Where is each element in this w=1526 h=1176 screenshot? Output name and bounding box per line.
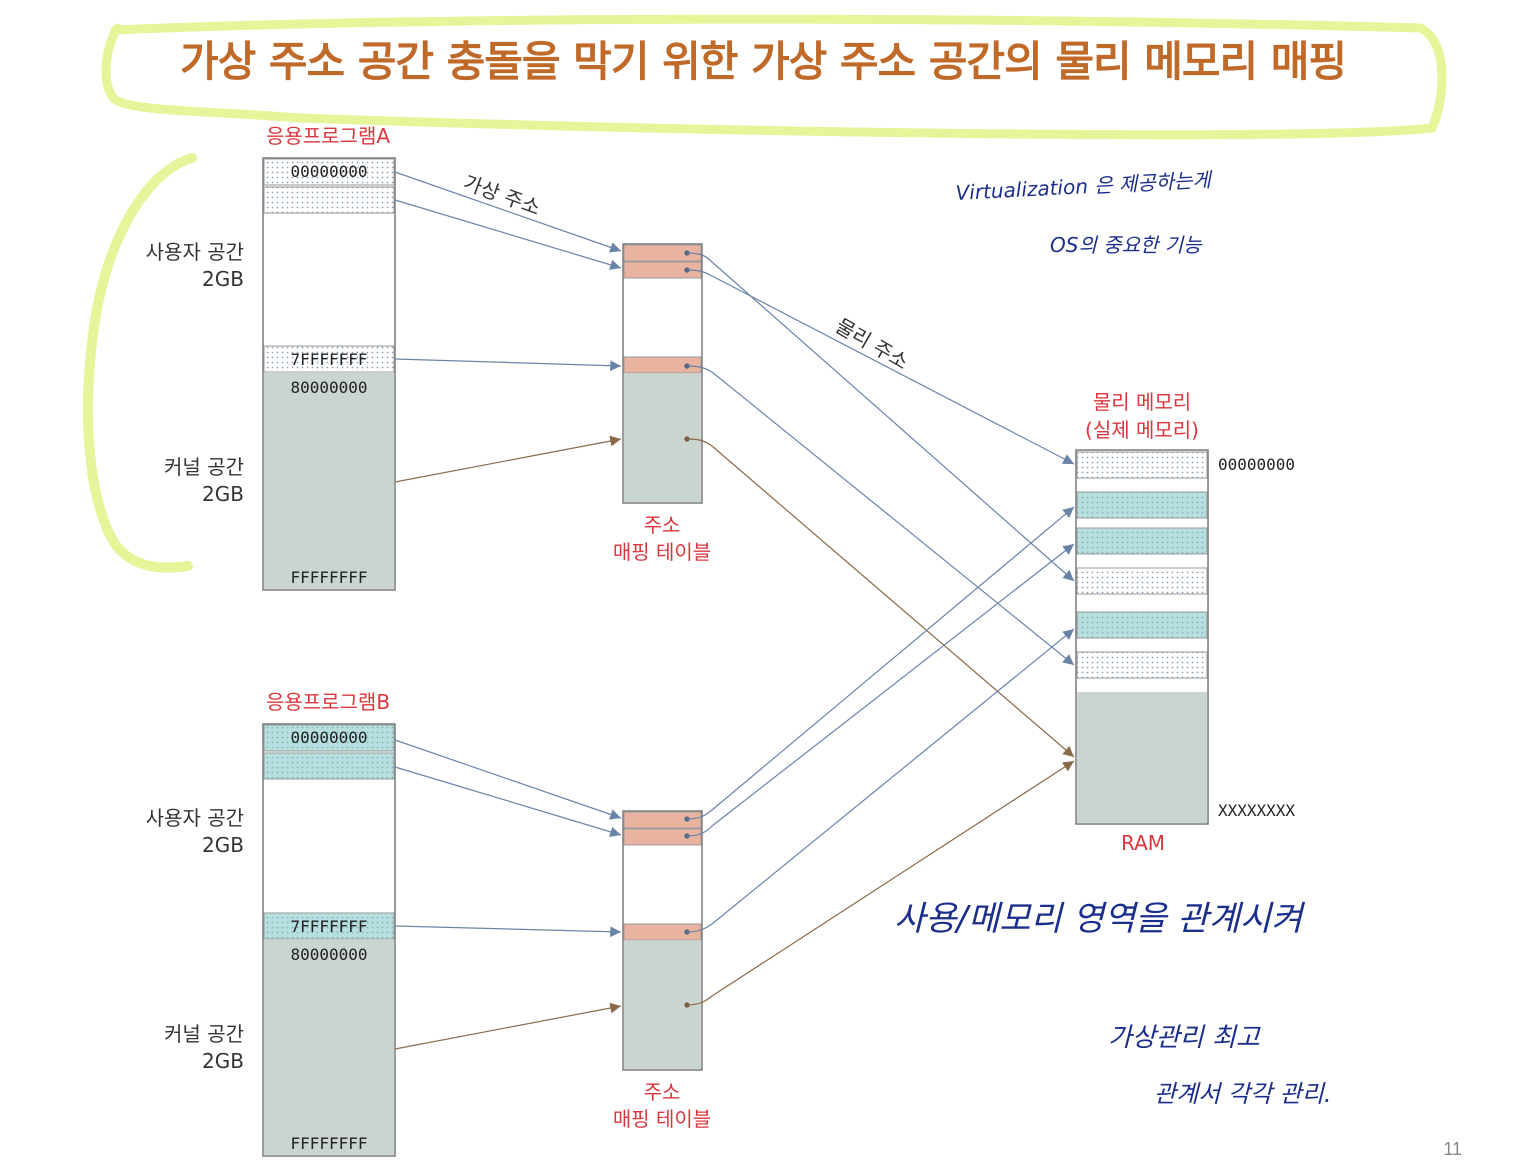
mapping-table-a [622,243,703,504]
program-b-addr-end: FFFFFFFF [290,1134,367,1153]
program-a-kernel-label: 커널 공간 [164,455,244,479]
mapping-table-b-label-line1: 주소 [644,1080,681,1104]
handwritten-note-2: OS의 중요한 기능 [1050,233,1203,257]
physical-memory-title-line1: 물리 메모리 [1093,390,1191,414]
handwritten-note-1: Virtualization 은 제공하는게 [955,168,1214,205]
program-a-addr-kernel-start: 80000000 [290,378,367,397]
program-a-title: 응용프로그램A [266,124,390,148]
program-a-addr-user-end: 7FFFFFFF [290,350,367,369]
handwritten-note-4: 가상관리 최고 [1108,1023,1261,1053]
arrows-virtual-a [394,171,622,372]
page-number: 11 [1443,1139,1462,1159]
physical-memory-addr-end: XXXXXXXX [1218,801,1295,820]
program-a-addr-start: 00000000 [290,162,367,181]
physical-memory-block [1075,449,1209,825]
arrow-kernel-a [394,435,622,483]
program-b-memory-block [262,723,396,1157]
program-b-kernel-label: 커널 공간 [164,1022,244,1046]
highlight-bracket-stroke [83,153,197,573]
program-a-user-size: 2GB [202,267,244,291]
mapping-table-a-label-line1: 주소 [644,513,681,537]
highlight-title-stroke [101,14,1447,140]
handwritten-note-3: 사용/메모리 영역을 관계시켜 [894,899,1306,939]
program-a-user-label: 사용자 공간 [146,240,244,264]
program-b-title: 응용프로그램B [266,690,390,714]
arrows-virtual-b [394,739,622,938]
program-a-addr-end: FFFFFFFF [290,568,367,587]
arrows-physical-b [686,506,1075,933]
mapping-table-a-label-line2: 매핑 테이블 [613,540,711,564]
handwritten-note-5: 관계서 각각 관리. [1154,1080,1331,1108]
arrow-physical-kernel-b [686,760,1075,1006]
program-b-user-size: 2GB [202,833,244,857]
arrows-physical-a [686,252,1075,666]
mapping-table-b-label-line2: 매핑 테이블 [613,1107,711,1131]
program-b-addr-kernel-start: 80000000 [290,945,367,964]
arrow-physical-kernel-a [686,438,1075,758]
slide-title: 가상 주소 공간 충돌을 막기 위한 가상 주소 공간의 물리 메모리 매핑 [179,37,1347,86]
program-a-kernel-size: 2GB [202,482,244,506]
physical-memory-title-line2: (실제 메모리) [1085,418,1199,442]
program-b-user-label: 사용자 공간 [146,806,244,830]
program-a-memory-block [262,157,396,591]
program-b-addr-start: 00000000 [290,728,367,747]
program-b-kernel-size: 2GB [202,1049,244,1073]
arrow-kernel-b [394,1002,622,1050]
mapping-table-b [622,810,703,1071]
virtual-address-label: 가상 주소 [460,170,543,220]
physical-memory-addr-start: 00000000 [1218,455,1295,474]
physical-memory-caption: RAM [1121,831,1165,855]
program-b-addr-user-end: 7FFFFFFF [290,917,367,936]
